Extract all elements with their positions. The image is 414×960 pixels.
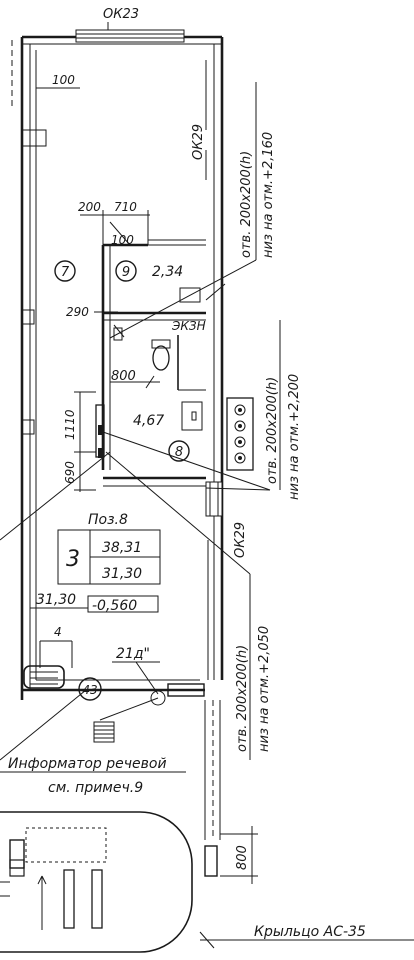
room-9-area: 2,34 (152, 264, 183, 280)
room-8-number: 8 (175, 445, 183, 460)
informer-line-1: Информатор речевой (8, 756, 167, 772)
bench-icon (23, 665, 65, 689)
room-7-number: 7 (61, 265, 70, 280)
informer-icon (93, 721, 115, 743)
toilet-icon (152, 345, 170, 371)
porch-label: Крыльцо АС-35 (254, 924, 366, 940)
dimension-lines (0, 40, 281, 884)
note-top-line-2: низ на отм.+2,160 (261, 132, 276, 258)
dim-200: 200 (78, 200, 101, 214)
note-top-line-1: отв. 200х200(h) (239, 151, 254, 258)
outer-walls (20, 22, 224, 700)
porch-area (0, 811, 414, 953)
dim-100-top: 100 (52, 73, 75, 87)
note-mid-line-2: низ на отм.+2,200 (287, 374, 302, 500)
apartment-rooms: 3 (66, 547, 80, 572)
room-43-number: 43 (82, 683, 97, 697)
note-bot-line-1: отв. 200х200(h) (235, 645, 250, 752)
informer-line-2: см. примеч.9 (48, 780, 143, 796)
window-label-right-top: ОК29 (191, 124, 206, 160)
mark-21d: 21д" (116, 646, 150, 662)
stove-icon (226, 397, 254, 471)
level-left: 31,30 (36, 592, 76, 608)
dim-710: 710 (114, 200, 137, 214)
window-label-right-mid: ОК29 (233, 522, 248, 558)
apartment-table (30, 529, 161, 613)
dim-1110: 1110 (63, 409, 77, 440)
fixtures (23, 287, 254, 743)
dim-690: 690 (63, 461, 77, 484)
room-marker-8 (168, 440, 190, 462)
level-value: -0,560 (92, 598, 137, 614)
note-bot-line-2: низ на отм.+2,050 (257, 626, 272, 752)
window-top (75, 29, 185, 43)
apartment-living-area: 31,30 (102, 566, 142, 582)
room-8-area: 4,67 (133, 413, 164, 429)
note-mid-line-1: отв. 200х200(h) (265, 377, 280, 484)
sink-icon (179, 287, 201, 303)
position-label: Поз.8 (88, 512, 128, 528)
room-marker-7 (54, 260, 76, 282)
dim-100-mid: 100 (111, 233, 134, 247)
dim-800-bottom: 800 (235, 845, 250, 870)
room-marker-43 (78, 677, 102, 701)
dim-4: 4 (54, 625, 62, 639)
ekzn-label: ЭКЗН (171, 319, 206, 333)
room-9-number: 9 (122, 265, 130, 280)
dim-290: 290 (66, 305, 89, 319)
room-marker-9 (115, 260, 137, 282)
dim-800-bath: 800 (111, 369, 136, 384)
apartment-total-area: 38,31 (102, 540, 142, 556)
window-label-top: ОК23 (103, 7, 139, 22)
